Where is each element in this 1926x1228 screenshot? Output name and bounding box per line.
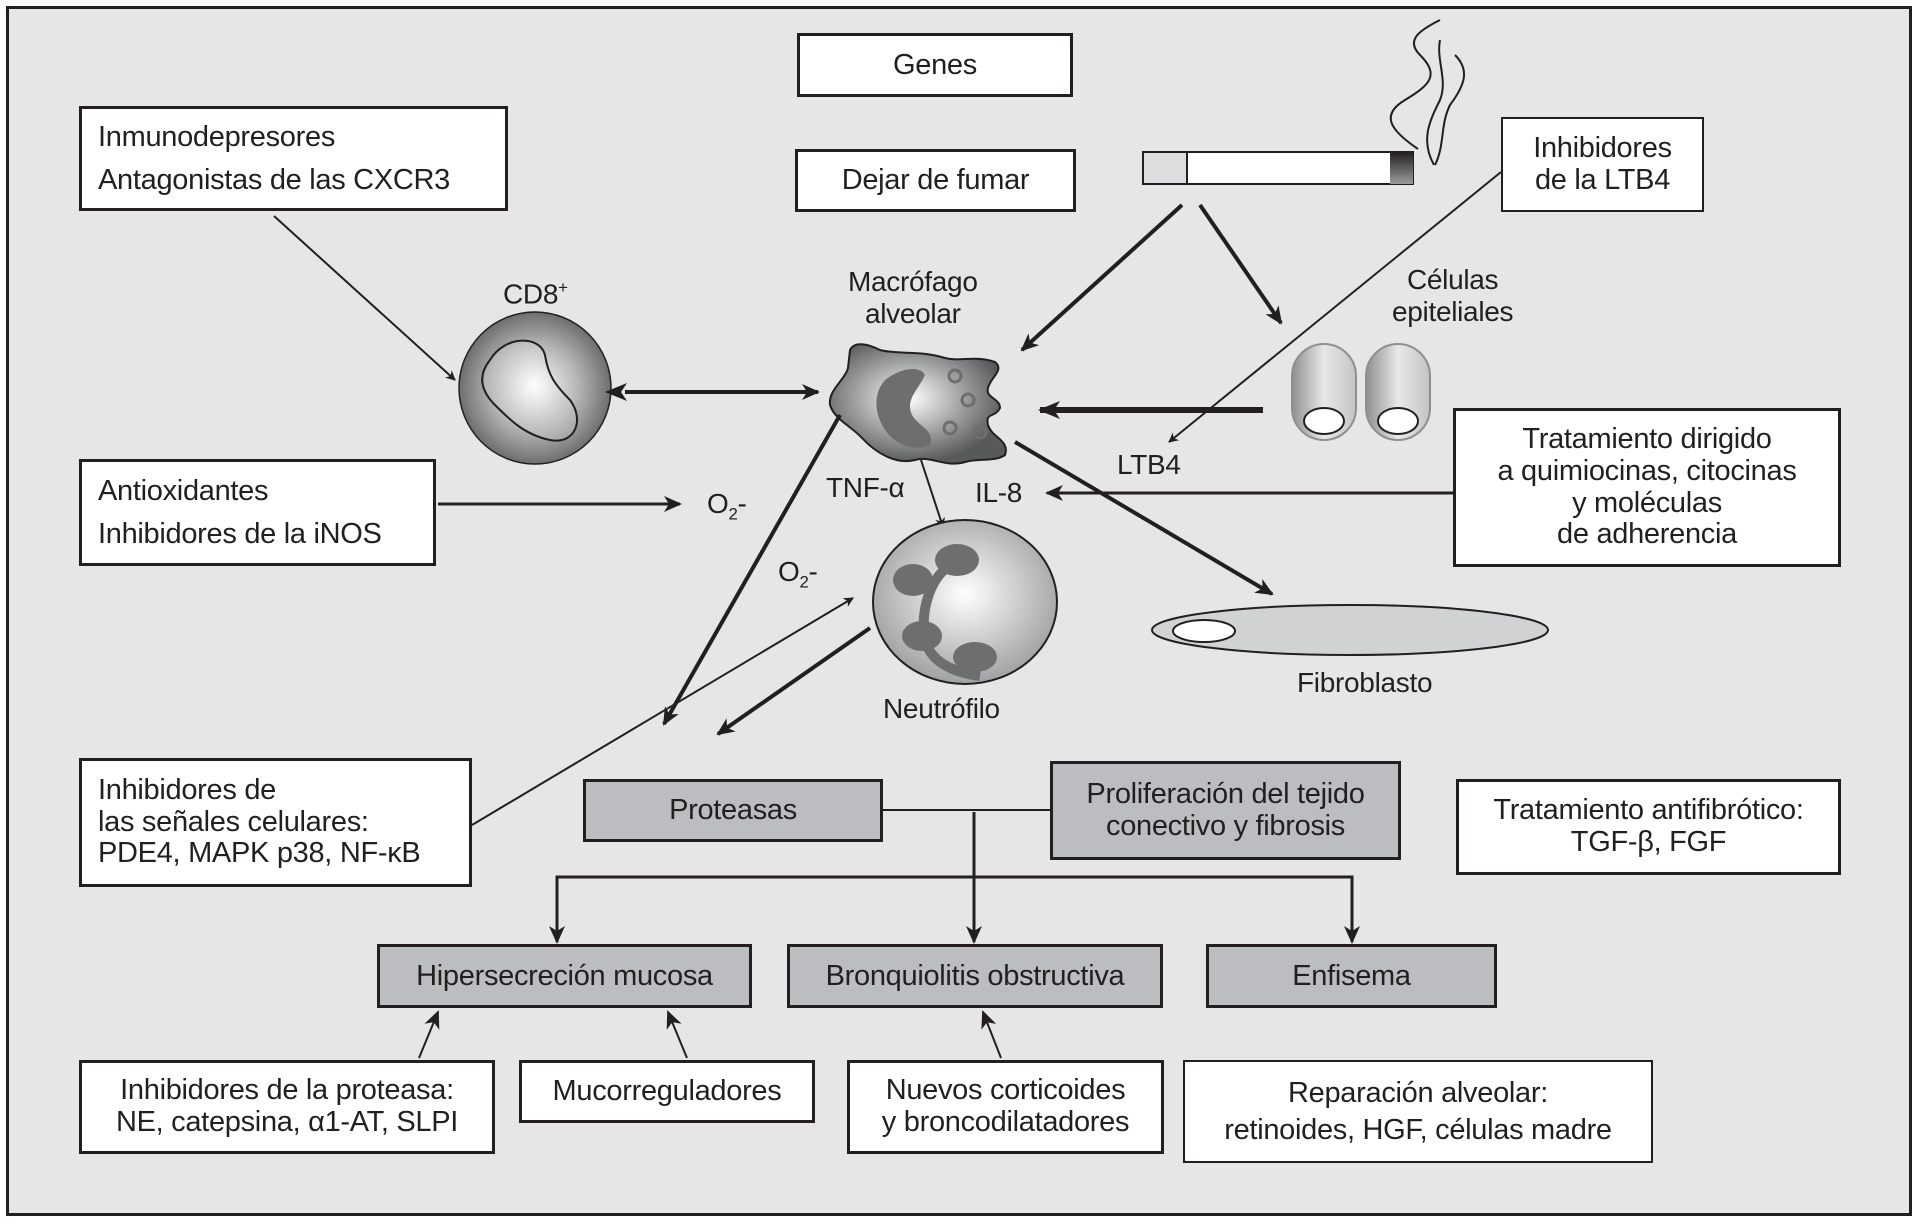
- immunosuppressants-line-2: Antagonistas de las CXCR3: [98, 163, 450, 196]
- cd8-cell-icon: [458, 311, 612, 465]
- emphysema-box: Enfisema: [1206, 944, 1497, 1008]
- connector-branch: [555, 875, 1354, 942]
- cd8-superscript: +: [558, 278, 568, 297]
- fibrosis-box: Proliferación del tejido conectivo y fib…: [1050, 761, 1401, 860]
- bronchiolitis-box: Bronquiolitis obstructiva: [787, 944, 1163, 1008]
- protease-inhibitors-box: Inhibidores de la proteasa: NE, catepsin…: [79, 1060, 495, 1154]
- alveolar-repair-line-1: Reparación alveolar:: [1288, 1077, 1548, 1110]
- ltb4-label: LTB4: [1117, 449, 1181, 481]
- o2-upper-sub: 2: [728, 504, 738, 524]
- fibroblast-label: Fibroblasto: [1297, 667, 1433, 699]
- arrow-ltb4-inhibitor: [1168, 171, 1502, 443]
- epithelial-cells-icon: [1291, 343, 1431, 441]
- chemokine-line-3: y moléculas: [1572, 486, 1722, 519]
- antioxidants-line-2: Inhibidores de la iNOS: [98, 517, 382, 550]
- antioxidants-box: Antioxidantes Inhibidores de la iNOS: [79, 459, 436, 566]
- macrophage-label: Macrófago alveolar: [848, 266, 978, 330]
- proteases-label: Proteasas: [669, 794, 797, 827]
- corticoids-box: Nuevos corticoides y broncodilatadores: [847, 1060, 1164, 1154]
- fibroblast-cell-icon: [1151, 604, 1549, 656]
- tnf-text: TNF-α: [826, 472, 905, 503]
- mucoregulators-box: Mucorreguladores: [519, 1060, 815, 1123]
- antifibrotic-line-2: TGF-β, FGF: [1570, 826, 1727, 858]
- arrow-macrophage-to-fibroblast: [1013, 440, 1274, 596]
- o2-lower-text: O: [778, 556, 800, 587]
- signal-inhibitors-line-1: Inhibidores de: [98, 773, 276, 806]
- epithelial-label: Células epiteliales: [1392, 264, 1514, 328]
- arrow-smoke-to-macrophage: [1020, 203, 1184, 352]
- o2-lower-label: O2-: [778, 556, 818, 592]
- antifibrotic-box: Tratamiento antifibrótico: TGF-β, FGF: [1456, 779, 1841, 875]
- antifibrotic-line-1: Tratamiento antifibrótico:: [1493, 794, 1804, 827]
- quit-smoking-box: Dejar de fumar: [795, 149, 1076, 212]
- il8-text: IL-8: [975, 477, 1023, 508]
- fibrosis-line-2: conectivo y fibrosis: [1106, 809, 1345, 842]
- arrow-neutrophil-to-proteases: [716, 626, 872, 736]
- alveolar-repair-box: Reparación alveolar: retinoides, HGF, cé…: [1183, 1060, 1653, 1163]
- ltb4-inhibitors-box: Inhibidores de la LTB4: [1501, 117, 1704, 212]
- protease-inhibitors-line-2: NE, catepsina, α1-AT, SLPI: [115, 1106, 459, 1138]
- neutrophil-cell-icon: [872, 519, 1058, 685]
- macrophage-cell-icon: [828, 343, 1007, 465]
- corticoids-line-2: y broncodilatadores: [881, 1106, 1130, 1138]
- mucus-label: Hipersecreción mucosa: [416, 959, 713, 992]
- immunosuppressants-line-1: Inmunodepresores: [98, 121, 336, 154]
- ltb4-text: LTB4: [1117, 449, 1181, 480]
- protease-inhibitors-line-1: Inhibidores de la proteasa:: [120, 1074, 454, 1107]
- il8-label: IL-8: [975, 477, 1022, 509]
- cd8-text: CD8: [503, 278, 559, 310]
- immunosuppressants-box: Inmunodepresores Antagonistas de las CXC…: [79, 106, 508, 211]
- signal-inhibitors-line-2: las señales celulares:: [98, 805, 369, 838]
- signal-inhibitors-line-3: PDE4, MAPK p38, NF-κB: [98, 837, 421, 870]
- epithelial-line-1: Células: [1406, 264, 1499, 295]
- arrow-macrophage-to-proteases: [662, 414, 842, 726]
- corticoids-line-1: Nuevos corticoides: [885, 1074, 1126, 1107]
- epithelial-line-2: epiteliales: [1392, 296, 1514, 328]
- alveolar-repair-line-2: retinoides, HGF, células madre: [1224, 1113, 1612, 1146]
- o2-lower-sub: 2: [799, 572, 809, 592]
- neutrophil-text: Neutrófilo: [883, 693, 1000, 724]
- arrow-macrophage-to-neutrophil: [920, 459, 945, 528]
- fibroblast-text: Fibroblasto: [1297, 667, 1433, 698]
- o2-upper-charge: -: [737, 488, 747, 519]
- arrow-signal-inhibitors: [471, 597, 854, 826]
- quit-smoking-label: Dejar de fumar: [841, 164, 1030, 197]
- macrophage-line-2: alveolar: [864, 298, 961, 330]
- arrow-protease-inhibitors: [418, 1010, 440, 1059]
- neutrophil-label: Neutrófilo: [883, 693, 1000, 725]
- proteases-box: Proteasas: [583, 779, 883, 842]
- bronchiolitis-label: Bronquiolitis obstructiva: [825, 959, 1125, 992]
- emphysema-label: Enfisema: [1292, 959, 1411, 992]
- antioxidants-line-1: Antioxidantes: [98, 475, 269, 508]
- arrow-smoke-to-epithelial: [1198, 203, 1283, 325]
- genes-box: Genes: [797, 33, 1073, 97]
- ltb4-inhibitors-line-2: de la LTB4: [1534, 163, 1671, 196]
- arrow-mucoregulators: [666, 1010, 688, 1059]
- o2-upper-label: O2-: [707, 488, 747, 524]
- mucus-hypersecretion-box: Hipersecreción mucosa: [377, 944, 752, 1008]
- cd8-label: CD8+: [503, 278, 568, 311]
- macrophage-line-1: Macrófago: [848, 266, 978, 297]
- chemokine-line-1: Tratamiento dirigido: [1522, 422, 1772, 455]
- arrow-immuno-to-cd8: [273, 215, 456, 381]
- chemokine-line-4: de adherencia: [1557, 518, 1737, 551]
- genes-label: Genes: [893, 48, 977, 81]
- fibrosis-line-1: Proliferación del tejido: [1086, 777, 1365, 810]
- chemokine-treatment-box: Tratamiento dirigido a quimiocinas, cito…: [1453, 408, 1841, 567]
- cigarette-icon: [1142, 19, 1465, 185]
- chemokine-line-2: a quimiocinas, citocinas: [1497, 454, 1797, 487]
- o2-lower-charge: -: [808, 556, 818, 587]
- mucoregulators-label: Mucorreguladores: [552, 1075, 782, 1108]
- tnf-alpha-label: TNF-α: [826, 472, 905, 504]
- ltb4-inhibitors-line-1: Inhibidores: [1533, 131, 1672, 164]
- signal-inhibitors-box: Inhibidores de las señales celulares: PD…: [79, 758, 472, 887]
- o2-upper-text: O: [707, 488, 729, 519]
- arrow-corticoids: [981, 1010, 1002, 1059]
